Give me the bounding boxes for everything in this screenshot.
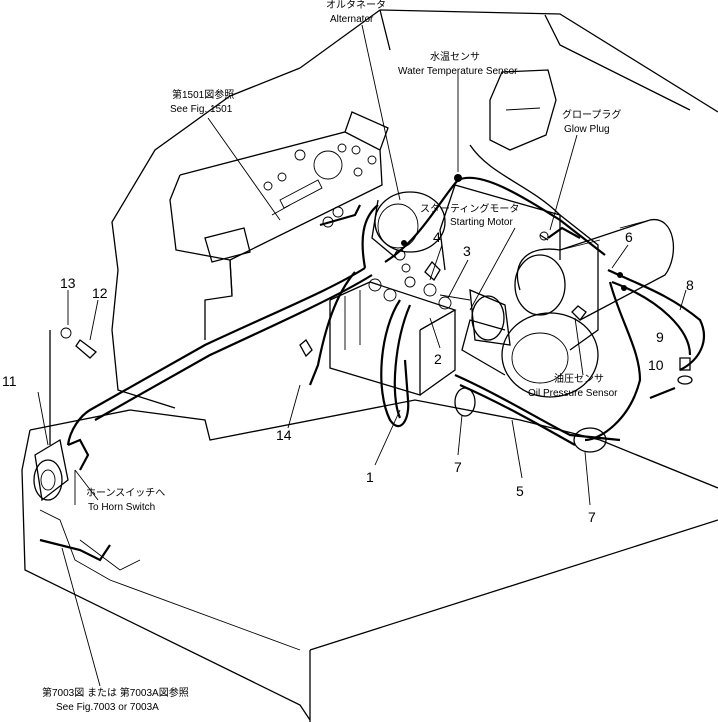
part-number-9: 9 (656, 329, 664, 345)
part-number-6: 6 (625, 229, 633, 245)
part-number-7a: 7 (454, 459, 462, 475)
alternator (371, 191, 446, 259)
alternator-label-en: Alternator (330, 14, 374, 25)
horn-switch-label-jp: ホーンスイッチへ (86, 487, 165, 499)
starting-motor-label-en: Starting Motor (450, 217, 513, 228)
starting-motor-label-jp: スターティングモータ (420, 202, 519, 215)
fig7003-label-jp: 第7003図 または 第7003A図参照 (42, 686, 189, 699)
part-number-1: 1 (366, 469, 374, 485)
part-number-3: 3 (463, 243, 471, 259)
horn (33, 327, 111, 562)
fig1501-label-en: See Fig. 1501 (170, 104, 233, 115)
fig7003-label-en: See Fig.7003 or 7003A (56, 702, 159, 713)
part-number-4: 4 (433, 229, 441, 245)
part-number-5: 5 (516, 483, 524, 499)
horn-switch-label-en: To Horn Switch (88, 502, 155, 513)
part-number-12: 12 (92, 285, 108, 301)
fig1501-label-jp: 第1501図参照 (172, 88, 234, 101)
part-number-11: 11 (2, 373, 17, 389)
alternator-label-jp: オルタネータ (326, 0, 386, 11)
part-number-14: 14 (276, 427, 292, 443)
glow-plug-label-en: Glow Plug (564, 124, 610, 135)
leader-lines (37, 24, 687, 687)
part-number-8: 8 (686, 277, 694, 293)
oil-pressure-label-en: Oil Pressure Sensor (528, 388, 618, 399)
part-number-10: 10 (648, 357, 664, 373)
wiring-harness (66, 174, 705, 453)
part-numbers: 1 2 3 4 5 6 7 7 8 9 10 11 12 13 14 (2, 229, 694, 525)
part-number-13: 13 (60, 275, 76, 291)
starting-motor (439, 288, 511, 346)
part-number-2: 2 (434, 351, 442, 367)
part-number-7b: 7 (588, 509, 596, 525)
engine (439, 69, 675, 398)
water-temp-label-jp: 水温センサ (430, 51, 480, 63)
text-labels: オルタネータ Alternator 水温センサ Water Temperatur… (42, 0, 621, 713)
machine-body-outline (21, 9, 718, 722)
glow-plug-label-jp: グロープラグ (562, 108, 621, 121)
water-temp-label-en: Water Temperature Sensor (398, 66, 518, 77)
oil-pressure-label-jp: 油圧センサ (554, 372, 604, 385)
